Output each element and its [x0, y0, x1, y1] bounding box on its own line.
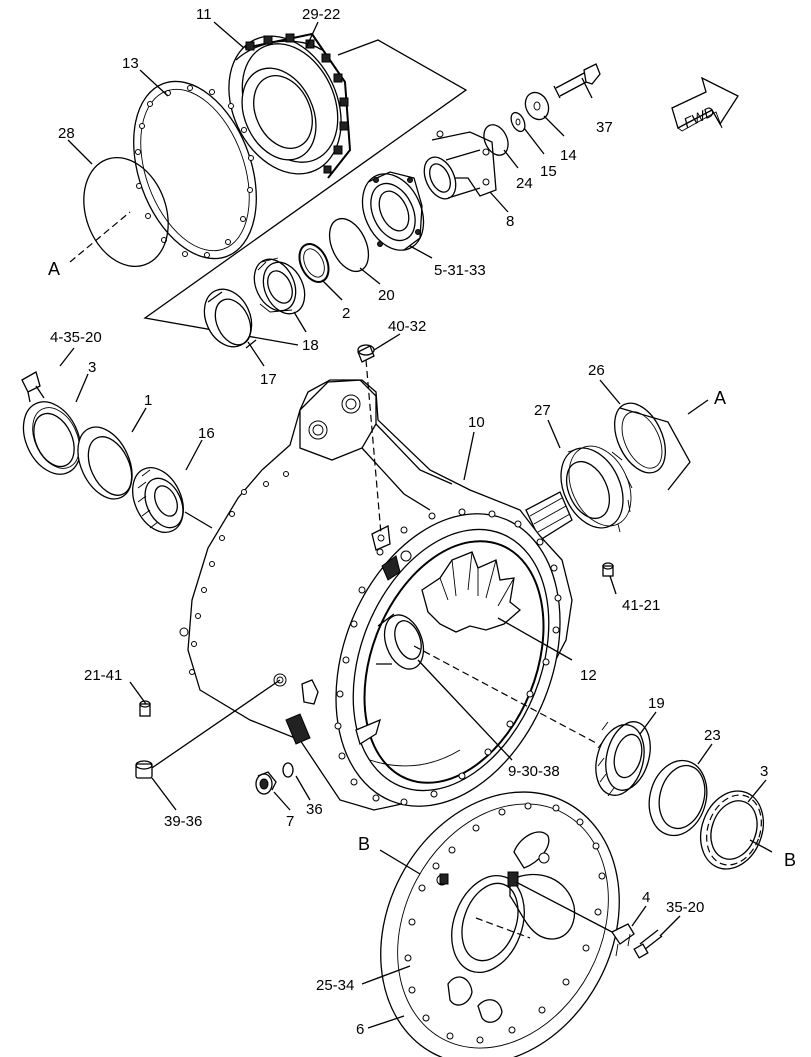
callout-18: 18 [302, 337, 319, 354]
callout-labels: 11 29-22 13 28 A 37 14 15 24 8 5-31-33 2… [48, 6, 796, 1038]
part-10-housing [179, 379, 573, 811]
part-36-ring [282, 762, 294, 778]
part-39-plug [135, 760, 153, 779]
part-14-washer [524, 91, 550, 121]
callout-4-35-20: 4-35-20 [50, 329, 102, 346]
callout-17: 17 [260, 371, 277, 388]
callout-39-36: 39-36 [164, 813, 202, 830]
leader-9-30-38-dash [413, 645, 599, 745]
callout-20: 20 [378, 287, 395, 304]
callout-a-right: A [714, 388, 726, 408]
callout-11: 11 [196, 6, 212, 23]
fwd-arrow-icon: FWD [671, 76, 739, 132]
callout-28: 28 [58, 125, 75, 142]
callout-15: 15 [540, 163, 557, 180]
part-28-o-ring [83, 156, 169, 268]
part-17-sleeve [203, 288, 257, 349]
callout-4: 4 [642, 889, 650, 906]
part-2-inner [303, 248, 325, 278]
part-8-yoke [423, 130, 497, 200]
callout-9-30-38: 9-30-38 [508, 763, 560, 780]
callout-14: 14 [560, 147, 577, 164]
callout-6: 6 [356, 1021, 364, 1038]
part-11-housing [228, 32, 352, 179]
callout-3-right: 3 [760, 763, 768, 780]
part-15-washer [510, 111, 526, 133]
leader-cover-dash [475, 917, 531, 939]
callout-41-21: 41-21 [622, 597, 660, 614]
callout-40-32: 40-32 [388, 318, 426, 335]
a-leader-upper [69, 211, 131, 263]
part-41-plug-right [602, 562, 614, 577]
upper-frame-line [143, 39, 468, 346]
part-15-hole [515, 118, 521, 126]
callout-12: 12 [580, 667, 597, 684]
part-16-bearing [132, 467, 184, 533]
part-14-hole [533, 101, 541, 111]
callout-13: 13 [122, 55, 139, 72]
part-23-cup [648, 759, 708, 837]
part-27-bearing [560, 445, 633, 533]
callout-37: 37 [596, 119, 613, 136]
part-3-seal-right [700, 790, 764, 870]
leader-16-housing [184, 511, 213, 529]
callout-b-left: B [358, 834, 370, 854]
callout-8: 8 [506, 213, 514, 230]
part-3-seal-left [22, 401, 82, 475]
part-4-lock-lower [611, 923, 635, 957]
callout-23: 23 [704, 727, 721, 744]
part-7-plug [255, 771, 277, 795]
leader-40-32-dash [365, 359, 382, 535]
part-19-bearing [595, 721, 651, 797]
callout-1: 1 [144, 392, 152, 409]
callout-24: 24 [516, 175, 533, 192]
callout-a-upper: A [48, 259, 60, 279]
part-2-snap-ring [298, 243, 330, 283]
callout-26: 26 [588, 362, 605, 379]
part-26-cup [614, 402, 691, 491]
callout-36: 36 [306, 801, 323, 818]
callout-b-right: B [784, 850, 796, 870]
part-37-bolt [553, 63, 601, 99]
callout-5-31-33: 5-31-33 [434, 262, 486, 279]
leader-4-dash [515, 881, 613, 933]
callout-3-left: 3 [88, 359, 96, 376]
callout-27: 27 [534, 402, 551, 419]
part-40-plug [357, 344, 375, 363]
part-20-o-ring [328, 217, 370, 273]
part-1-cup [77, 426, 133, 500]
part-21-plug-left [139, 700, 151, 717]
part-6-cover [380, 791, 620, 1057]
callout-21-41: 21-41 [84, 667, 122, 684]
part-35-bolt-lower [633, 929, 663, 959]
callout-29-22: 29-22 [302, 6, 340, 23]
callout-16: 16 [198, 425, 215, 442]
callout-2: 2 [342, 305, 350, 322]
leader-39-36-dash [145, 679, 281, 773]
callout-10: 10 [468, 414, 485, 431]
callout-19: 19 [648, 695, 665, 712]
part-5-cage [361, 171, 425, 251]
callout-leaders [59, 21, 773, 1029]
callout-35-20: 35-20 [666, 899, 704, 916]
callout-25-34: 25-34 [316, 977, 354, 994]
callout-7: 7 [286, 813, 294, 830]
a-leader-right [687, 399, 709, 415]
part-4-lock [21, 371, 45, 403]
part-18-bearing [253, 257, 306, 315]
part-24-o-ring [483, 124, 509, 156]
part-13-gasket [133, 80, 257, 260]
